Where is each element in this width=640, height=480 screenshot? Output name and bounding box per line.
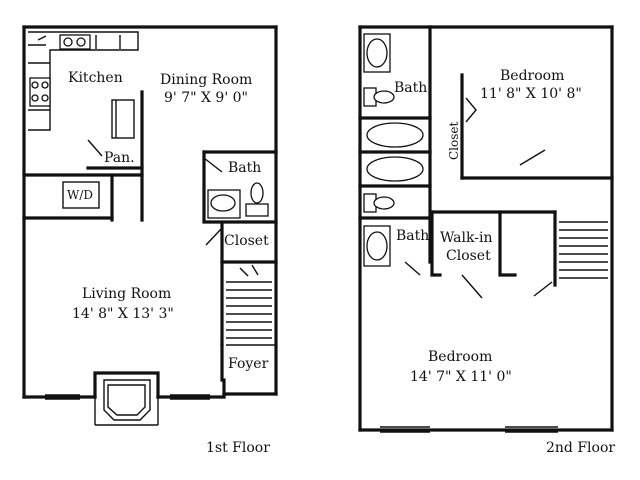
bedroom-top-dimensions: 11' 8" X 10' 8" [480, 86, 582, 102]
second-floor-bath-bottom-label: Bath [396, 228, 429, 244]
first-floor-bath-walls [202, 150, 278, 224]
bathtub-icon [366, 122, 424, 148]
living-room-label: Living Room [82, 286, 171, 302]
refrigerator-icon [111, 99, 135, 139]
toilet-icon [250, 182, 264, 204]
second-floor-stairs [533, 210, 608, 297]
first-floor-bath-label: Bath [228, 160, 261, 176]
foyer-label: Foyer [228, 356, 269, 372]
first-floor-caption: 1st Floor [206, 440, 270, 456]
main-bedroom-label: Bedroom [428, 349, 492, 365]
second-floor-plan [358, 25, 614, 433]
washer-dryer-icon [62, 181, 100, 209]
bedroom-top-label: Bedroom [500, 68, 564, 84]
first-floor-closet-label: Closet [224, 233, 269, 249]
dining-room-label: Dining Room [160, 72, 252, 88]
stove-icon [29, 77, 51, 107]
walk-in-closet-label-line1: Walk-in [440, 230, 492, 246]
pantry-label: Pan. [104, 150, 135, 166]
first-floor-plan [22, 25, 278, 426]
kitchen-label: Kitchen [68, 70, 123, 86]
second-floor-caption: 2nd Floor [546, 440, 615, 456]
sink-icon [366, 38, 388, 68]
bay-window [93, 371, 160, 426]
dining-room-dimensions: 9' 7" X 9' 0" [164, 90, 248, 106]
bathtub-icon [366, 156, 424, 182]
first-floor-stairs [220, 260, 276, 347]
sink-icon [366, 231, 388, 261]
kitchen-counter [28, 31, 139, 131]
main-bedroom-dimensions: 14' 7" X 11' 0" [410, 369, 512, 385]
toilet-icon [373, 196, 395, 210]
sink-icon [210, 194, 236, 212]
laundry-label: W/D [67, 188, 93, 202]
second-floor-closet-label: Closet [447, 121, 461, 160]
walk-in-closet-label-line2: Closet [446, 248, 491, 264]
toilet-icon [373, 90, 395, 104]
second-floor-bath-top-label: Bath [394, 80, 427, 96]
living-room-dimensions: 14' 8" X 13' 3" [72, 306, 174, 322]
